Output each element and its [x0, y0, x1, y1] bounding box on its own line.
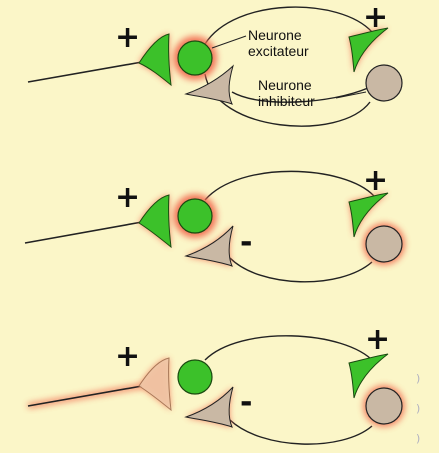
excitatory-axon-loop: [205, 171, 374, 200]
inhibitory-neuron: [366, 65, 402, 101]
svg-text:): ): [416, 372, 420, 385]
excitatory-label-pointer: [212, 36, 246, 48]
inhibitory-neuron-label-line2: inhibiteur: [258, 93, 315, 109]
input-synapse-terminal: [139, 195, 171, 247]
panel-1: Neurone excitateur Neurone inhibiteur + …: [28, 0, 402, 126]
inhibitory-neuron: [366, 226, 402, 262]
right-sign: +: [363, 0, 388, 35]
inhibitory-sign: -: [240, 225, 252, 260]
input-synapse-terminal: [139, 34, 171, 85]
left-sign: +: [115, 20, 140, 55]
svg-text:): ): [416, 402, 420, 415]
left-sign: +: [115, 339, 140, 374]
excitatory-to-inhibitory-axon: [230, 258, 372, 282]
panel-3: + + -: [28, 322, 405, 444]
input-axon: [25, 222, 142, 243]
excitatory-neuron: [178, 199, 212, 233]
panel-2: + + -: [25, 163, 405, 282]
inhibitory-neuron-label-line1: Neurone: [258, 77, 312, 93]
excitatory-neuron-label-line1: Neurone: [248, 27, 302, 43]
excitatory-neuron: [178, 360, 212, 394]
right-sign: +: [365, 322, 390, 357]
input-synapse-terminal: [139, 358, 171, 410]
excitatory-axon-loop: [205, 336, 374, 362]
inhibitory-label-pointer: [336, 92, 366, 98]
edge-marks: ) ) ): [416, 372, 420, 445]
excitatory-neuron-label-line2: excitateur: [248, 43, 309, 59]
inhibitory-neuron: [366, 388, 402, 424]
excitatory-neuron: [178, 41, 212, 75]
right-sign: +: [363, 163, 388, 198]
input-axon: [28, 386, 142, 406]
left-sign: +: [115, 180, 140, 215]
inhibitory-sign: -: [240, 385, 252, 420]
svg-text:): ): [416, 432, 420, 445]
excitatory-to-inhibitory-axon: [230, 420, 372, 444]
input-axon: [28, 62, 142, 82]
